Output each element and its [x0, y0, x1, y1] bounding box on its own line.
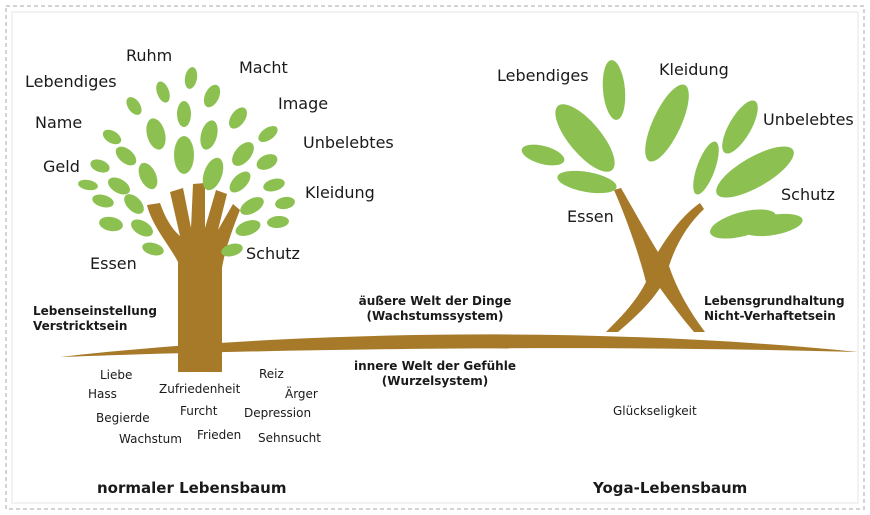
- right-word-unbelebtes: Unbelebtes: [763, 110, 854, 129]
- feeling-frieden: Frieden: [197, 428, 242, 442]
- ground-line: [60, 334, 858, 357]
- left-word-image: Image: [278, 94, 329, 113]
- left-word-lebendiges: Lebendiges: [25, 72, 117, 91]
- left-word-essen: Essen: [90, 254, 137, 273]
- right-attitude-line1: Lebensgrundhaltung: [704, 294, 845, 308]
- feeling-hass: Hass: [88, 387, 117, 401]
- feeling-begierde: Begierde: [96, 411, 150, 425]
- left-tree-leaves: [78, 67, 295, 257]
- left-attitude-line2: Verstricktsein: [33, 319, 128, 333]
- left-word-ruhm: Ruhm: [126, 46, 173, 65]
- right-word-lebendiges: Lebendiges: [497, 66, 589, 85]
- feeling-liebe: Liebe: [100, 368, 133, 382]
- right-word-essen: Essen: [567, 207, 614, 226]
- left-word-unbelebtes: Unbelebtes: [303, 133, 394, 152]
- feeling-furcht: Furcht: [180, 404, 218, 418]
- right-tree-leaves: [521, 60, 803, 239]
- right-tree-trunk: [606, 188, 705, 332]
- inner-world-sublabel: (Wurzelsystem): [381, 374, 489, 388]
- feeling-depression: Depression: [244, 406, 312, 420]
- left-word-kleidung: Kleidung: [305, 183, 375, 202]
- left-tree-caption: normaler Lebensbaum: [97, 479, 287, 497]
- left-word-name: Name: [35, 113, 83, 132]
- left-attitude-line1: Lebenseinstellung: [33, 304, 157, 318]
- inner-border: [11, 11, 859, 504]
- inner-world-label: innere Welt der Gefühle: [354, 359, 516, 373]
- feeling-wachstum: Wachstum: [119, 432, 182, 446]
- feeling-zufriedenheit: Zufriedenheit: [159, 382, 241, 396]
- feeling-reiz: Reiz: [259, 367, 284, 381]
- stamp-border: [5, 5, 865, 510]
- right-word-schutz: Schutz: [781, 185, 835, 204]
- left-word-geld: Geld: [43, 157, 80, 176]
- left-word-macht: Macht: [239, 58, 288, 77]
- left-word-schutz: Schutz: [246, 244, 300, 263]
- left-tree-trunk: [147, 183, 240, 372]
- right-tree-caption: Yoga-Lebensbaum: [593, 479, 748, 497]
- happiness-label: Glückseligkeit: [613, 404, 697, 418]
- right-attitude-line2: Nicht-Verhaftetsein: [704, 309, 836, 323]
- outer-world-label: äußere Welt der Dinge: [358, 294, 512, 308]
- right-word-kleidung: Kleidung: [659, 60, 729, 79]
- feeling-aerger: Ärger: [285, 387, 318, 401]
- feeling-sehnsucht: Sehnsucht: [258, 431, 321, 445]
- outer-world-sublabel: (Wachstumssystem): [366, 309, 504, 323]
